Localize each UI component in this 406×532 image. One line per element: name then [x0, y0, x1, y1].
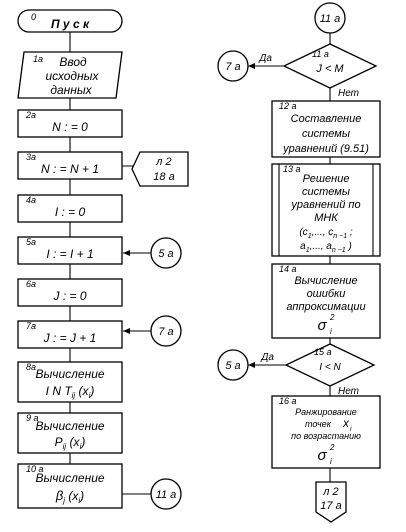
offpage-text-1: л 2: [155, 156, 171, 168]
decision-number: 11 а: [312, 49, 329, 59]
process-line-4: МНК: [314, 212, 338, 224]
block-number: 9 а: [26, 413, 39, 423]
process-block-14a: [271, 263, 381, 339]
connector-label: 11 а: [320, 13, 341, 25]
process-block-9a: [17, 412, 123, 454]
process-line-2: Pij (xi): [55, 435, 86, 451]
offpage-text-1: л 2: [322, 486, 338, 498]
block-number: 12 а: [279, 101, 297, 111]
coef-line-1: (c1,..., cn −1 ;: [299, 227, 353, 240]
block-number: 10 а: [26, 464, 44, 474]
sigma-sup: 2: [329, 313, 335, 322]
process-text: J : = J + 1: [43, 331, 97, 345]
process-line-1: Составление: [291, 113, 362, 125]
input-line-2: исходных: [45, 69, 99, 83]
process-text: N : = N + 1: [41, 162, 99, 176]
sigma-sub: i: [330, 457, 332, 466]
process-line-2: точек: [305, 419, 332, 429]
process-line-3: уравнений по: [290, 199, 360, 211]
process-line-2: βj (xi): [55, 488, 84, 505]
process-text: J : = 0: [52, 289, 86, 303]
connector-label: 7 а: [158, 326, 173, 338]
process-text: I : = 0: [55, 205, 86, 219]
process-line-1: Ранжирование: [295, 407, 357, 417]
connector-label: 7 а: [225, 61, 240, 73]
sigma-symbol: σ: [317, 447, 327, 464]
sigma-sup: 2: [329, 443, 335, 452]
offpage-text-2: 17 а: [320, 500, 341, 512]
decision-no-label: Нет: [338, 386, 359, 397]
process-line-1: Вычисление: [35, 471, 104, 485]
process-text: N : = 0: [52, 120, 88, 134]
connector-label: 11 а: [156, 489, 177, 501]
decision-condition: J < M: [315, 63, 344, 75]
connector-label: 5 а: [158, 248, 173, 260]
block-number: 1а: [33, 54, 43, 64]
process-block-5a: [17, 236, 123, 265]
decision-number: 15 а: [314, 347, 332, 357]
decision-yes-label: Да: [260, 352, 274, 363]
block-number: 0: [31, 12, 36, 22]
decision-no-label: Нет: [338, 88, 359, 99]
block-number: 4а: [26, 195, 36, 205]
input-line-1: Ввод: [59, 55, 87, 69]
block-number: 5а: [26, 237, 36, 247]
process-block-16a: [271, 395, 381, 469]
block-number: 8а: [26, 362, 36, 372]
process-line-1: Вычисление: [35, 367, 104, 381]
process-text: I : = I + 1: [46, 247, 93, 261]
decision-condition: I < N: [319, 362, 341, 373]
sigma-symbol: σ: [317, 317, 327, 334]
block-number: 14 а: [279, 264, 297, 274]
process-line-1: Решение: [303, 173, 350, 185]
block-number: 13 а: [283, 164, 301, 174]
process-block-7a: [17, 320, 123, 349]
connector-label: 5 а: [225, 360, 240, 372]
offpage-text-2: 18 а: [153, 171, 174, 183]
process-line-1: Вычисление: [294, 275, 357, 287]
sigma-sub: i: [330, 327, 332, 336]
process-line-3: аппроксимации: [286, 301, 365, 313]
predefined-process-13a: [271, 163, 381, 257]
process-line-2: системы: [302, 128, 350, 140]
coef-line-2: a1,..., an −1 ): [300, 241, 352, 254]
block-number: 2а: [25, 110, 36, 120]
offpage-connector-l2-17a: [315, 481, 347, 523]
process-line-2: ошибки: [307, 288, 346, 300]
x-sub: i: [350, 426, 352, 433]
block-number: 16 а: [279, 396, 297, 406]
process-block-2a: [17, 109, 123, 138]
offpage-connector-l2-18a: [131, 151, 189, 187]
connector-7a-right: [217, 50, 249, 82]
process-line-1: Вычисление: [35, 419, 104, 433]
block-number: 6а: [26, 279, 36, 289]
process-line-3: уравнений (9.51): [282, 143, 369, 155]
decision-yes-label: Да: [258, 53, 272, 64]
process-line-3: по возрастанию: [291, 431, 361, 441]
input-data-block: [17, 51, 123, 99]
process-block-8a: [17, 361, 123, 403]
block-number: 7а: [26, 321, 36, 331]
input-line-3: данных: [50, 83, 92, 97]
connector-11a-left: [150, 478, 182, 510]
process-block-10a: [17, 463, 123, 509]
start-label: П у с к: [51, 17, 90, 31]
block-number: 3а: [26, 152, 36, 162]
process-block-12a: [271, 100, 381, 158]
connector-5a-right: [217, 349, 249, 381]
process-line-2: системы: [302, 186, 350, 198]
process-line-2: I N Tij (xi): [46, 384, 95, 400]
x-symbol: x: [342, 416, 350, 430]
